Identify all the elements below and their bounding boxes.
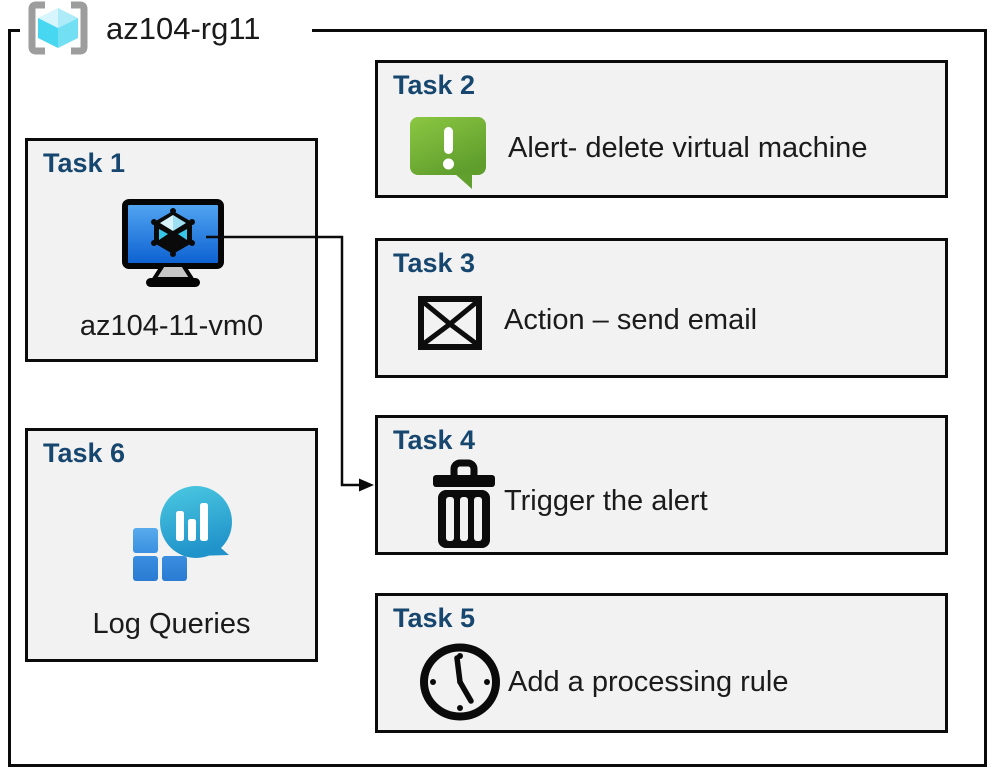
resource-group-title: az104-rg11 [106, 11, 261, 46]
task-box-1: Task 1 az104-11-vm0 [25, 138, 318, 362]
task4-heading: Task 4 [393, 425, 476, 455]
task2-heading: Task 2 [393, 70, 476, 100]
task-box-5: Task 5 Add a processing rule [375, 593, 948, 733]
resource-group-icon [24, 0, 92, 61]
task1-label: az104-11-vm0 [79, 310, 264, 342]
task4-label: Trigger the alert [504, 485, 708, 517]
task-box-3: Task 3 Action – send email [375, 238, 948, 378]
task6-label: Log Queries [92, 608, 251, 640]
resource-group-header: az104-rg11 [20, 0, 312, 58]
task5-heading: Task 5 [393, 603, 476, 633]
trash-icon [433, 459, 495, 554]
task-box-6: Task 6 [25, 428, 318, 662]
alert-icon [408, 115, 490, 196]
log-queries-icon [128, 485, 238, 590]
task-box-2: Task 2 Alert- delete virtual machine [375, 60, 948, 198]
task5-label: Add a processing rule [508, 666, 789, 698]
task2-label: Alert- delete virtual machine [508, 132, 868, 164]
virtual-machine-icon [121, 198, 225, 293]
clock-icon [418, 642, 502, 727]
task3-label: Action – send email [504, 304, 758, 336]
task3-heading: Task 3 [393, 248, 476, 278]
task6-heading: Task 6 [43, 438, 126, 468]
task-box-4: Task 4 Trigger the alert [375, 415, 948, 555]
task1-heading: Task 1 [43, 148, 126, 178]
email-icon [418, 296, 482, 355]
